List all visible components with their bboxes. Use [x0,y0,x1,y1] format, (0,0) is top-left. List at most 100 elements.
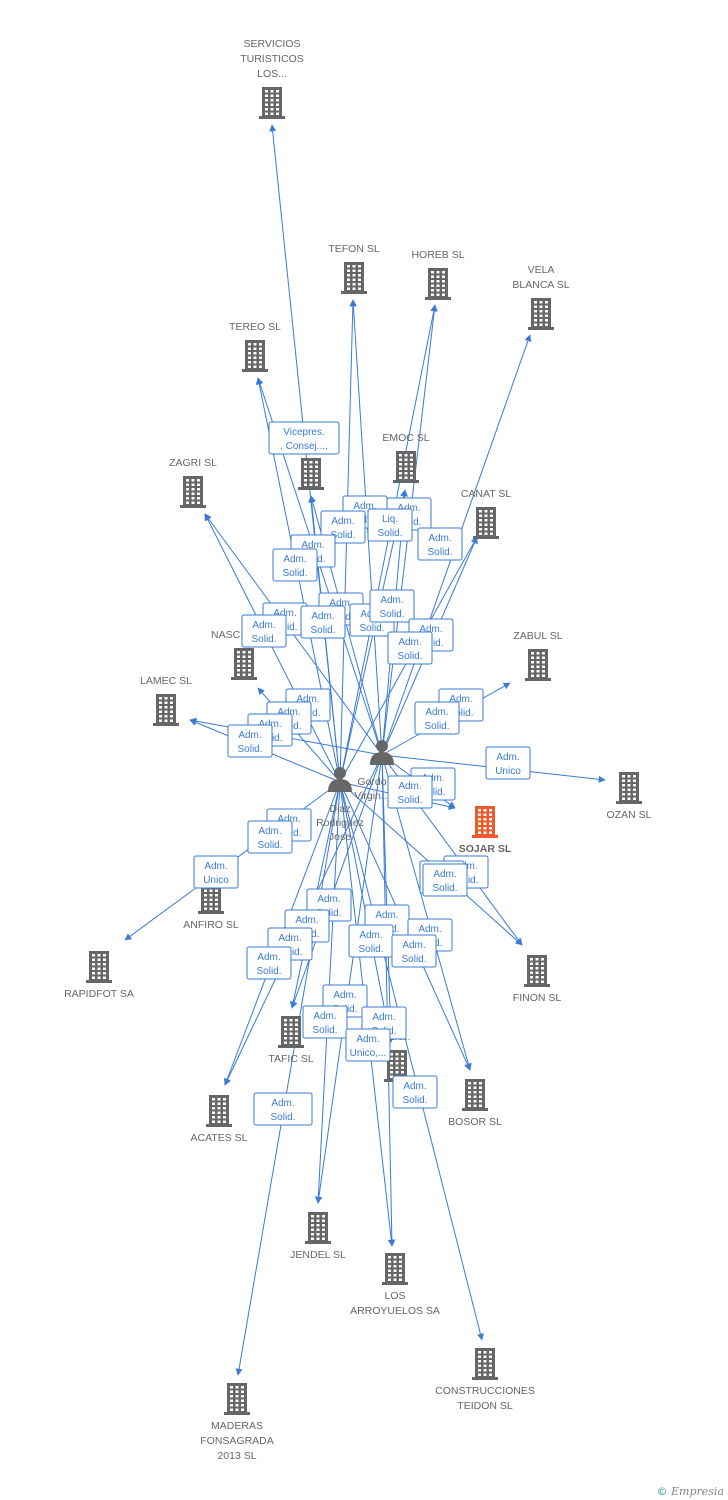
company-node[interactable]: TAFIC SL [268,1016,314,1065]
role-label-box[interactable]: Adm.Solid. [302,1005,348,1039]
company-node[interactable]: EMOC SL [382,432,430,483]
role-label-box[interactable]: Adm.Solid. [392,1075,438,1109]
role-label-box[interactable]: Adm.Solid. [348,924,394,958]
company-label: BOSOR SL [448,1116,502,1128]
building-icon [231,648,257,680]
company-node[interactable]: ZAGRI SL [169,457,217,508]
company-label: LOS [384,1290,405,1302]
company-node[interactable]: CANAT SL [461,488,512,539]
role-label-box[interactable]: Adm.Solid. [241,614,287,648]
role-text: Adm. [449,694,472,705]
role-text: Adm. [329,598,352,609]
role-text: Adm. [252,620,275,631]
edge-arrow [204,513,341,783]
company-node[interactable]: SOJAR SL [459,806,512,855]
role-text: Adm. [283,554,306,565]
company-label: MADERAS [211,1420,263,1432]
role-label-box[interactable]: Adm.Solid. [417,527,463,561]
building-icon [242,340,268,372]
role-text: Unico [203,875,229,886]
role-text: Solid. [432,883,457,894]
role-label-box[interactable]: Adm.Solid. [369,589,415,623]
company-node[interactable]: OZAN SL [607,772,652,821]
role-text: Adm. [331,516,354,527]
building-icon [180,476,206,508]
role-label-box[interactable]: Liq.Solid. [367,508,413,542]
edge-arrow [339,304,438,783]
company-node[interactable]: NASC... [211,629,257,680]
company-label: ZAGRI SL [169,457,217,469]
company-label: CANAT SL [461,488,512,500]
company-label: HOREB SL [411,249,464,261]
company-node[interactable]: LAMEC SL [140,675,192,726]
company-label: EMOC SL [382,432,429,444]
role-text: Adm. [333,990,356,1001]
role-label-box[interactable]: Adm. Solid. [422,863,468,897]
role-text: Unico,... [350,1048,387,1059]
role-label-box[interactable]: Adm.Solid. [391,934,437,968]
role-text: Adm. [433,869,456,880]
role-text: Adm. [403,1081,426,1092]
person-label: Jose [329,831,351,843]
role-label-box[interactable]: Adm.Solid. [272,548,318,582]
role-text: Adm. [278,933,301,944]
building-icon [341,262,367,294]
role-text: Solid. [256,966,281,977]
company-node[interactable]: SERVICIOSTURISTICOSLOS... [240,38,304,119]
role-label-box[interactable]: Adm. Unico [193,855,239,889]
role-text: Adm. [204,861,227,872]
company-node[interactable]: BOSOR SL [448,1079,502,1128]
role-text: Adm. [258,826,281,837]
role-text: Solid. [448,708,473,719]
company-label: RAPIDFOT SA [64,988,134,1000]
person-node[interactable]: GordoVirgin... [354,740,394,802]
role-text: Adm. [238,730,261,741]
edge-arrow [381,754,395,1043]
company-node[interactable]: ZABUL SL [513,630,563,681]
role-label-box[interactable]: Adm. Unico,... [345,1028,391,1062]
company-node[interactable]: ANFIRO SL [183,882,239,931]
role-text: Adm. [359,930,382,941]
company-node[interactable]: TEFON SL [328,243,380,294]
role-text: Solid. [257,840,282,851]
company-node[interactable]: FINON SL [513,955,562,1004]
role-label-box[interactable]: Adm.Solid. [387,631,433,665]
role-label-box[interactable]: Adm.Solid. [227,724,273,758]
edge-arrow [290,754,383,1009]
copyright-icon: © [656,1485,668,1498]
role-label-box[interactable]: Adm.Solid. [387,775,433,809]
role-text: Solid. [427,547,452,558]
role-text: Adm. [356,1034,379,1045]
role-text: Adm. [273,608,296,619]
company-node[interactable]: JENDEL SL [290,1212,346,1261]
role-label-box[interactable]: Adm.Solid. [300,605,346,639]
building-icon [393,451,419,483]
person-label: Virgin... [354,790,389,802]
role-label-box[interactable]: Vicepres., Consej.... [268,421,340,455]
role-label-box[interactable]: Adm. Solid. [247,820,293,854]
company-node[interactable] [298,458,324,490]
role-text: Adm. [317,894,340,905]
building-icon [224,1383,250,1415]
building-icon [305,1212,331,1244]
building-icon [259,87,285,119]
role-label-box[interactable]: Adm.Solid. [246,946,292,980]
building-icon [462,1079,488,1111]
brand-name: Empresia [671,1485,724,1498]
company-node[interactable]: ACATES SL [191,1095,248,1144]
role-label-box[interactable]: Adm.Solid. [253,1092,313,1126]
role-label-box[interactable]: Adm.Solid. [414,701,460,735]
company-node[interactable]: RAPIDFOT SA [64,951,134,1000]
company-node[interactable]: HOREB SL [411,249,465,300]
company-label: ACATES SL [191,1132,248,1144]
company-node[interactable]: TEREO SL [229,321,281,372]
credit[interactable]: © Empresia [657,1485,725,1498]
role-text: Solid. [420,787,445,798]
role-label-box[interactable]: Adm.Unico [485,746,531,780]
